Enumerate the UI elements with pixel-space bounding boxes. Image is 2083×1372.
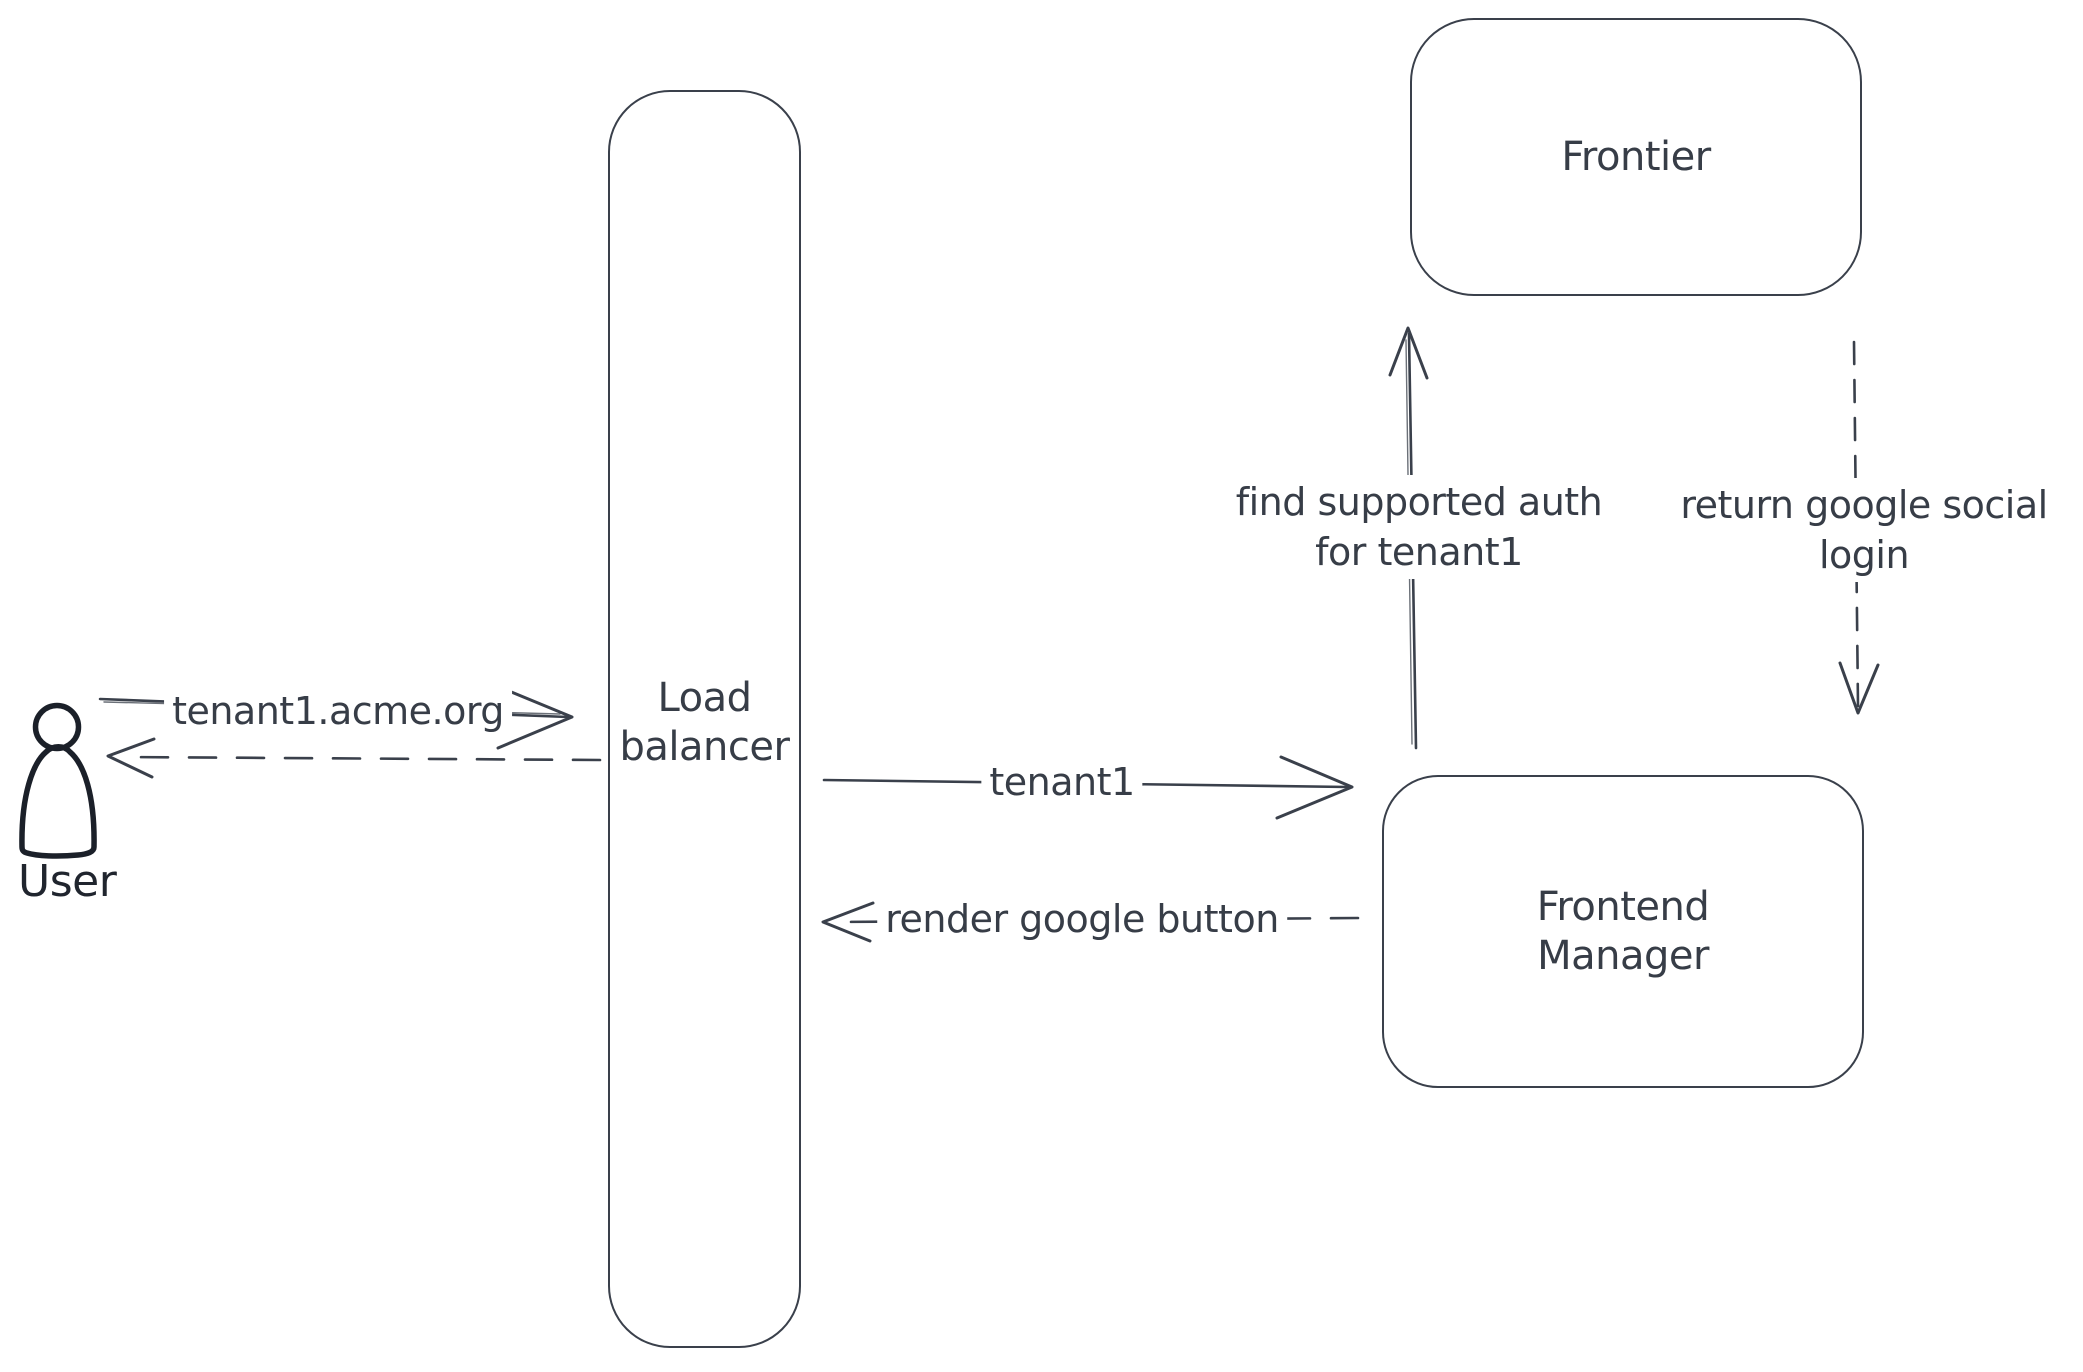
load-balancer-label-line2: balancer (619, 724, 790, 770)
edge-label-render-google-button[interactable]: render google button (877, 892, 1287, 946)
arrowhead-right-icon (496, 687, 574, 750)
edge-label-find-supported-auth-line2: for tenant1 (1315, 530, 1523, 574)
edge-label-return-google-social-line1: return google social (1680, 483, 2048, 527)
user-body (19, 744, 97, 859)
frontier-node[interactable]: Frontier (1410, 18, 1862, 296)
arrow-shaft (1852, 340, 1860, 708)
arrow-load-balancer-to-user[interactable] (106, 737, 602, 779)
user-actor-label: User (18, 856, 117, 907)
user-head (32, 702, 82, 752)
frontier-label: Frontier (1561, 133, 1711, 180)
frontend-manager-node[interactable]: Frontend Manager (1382, 775, 1864, 1088)
frontend-manager-label-line2: Manager (1537, 932, 1709, 979)
edge-label-find-supported-auth[interactable]: find supported auth for tenant1 (1227, 475, 1611, 579)
arrow-frontier-to-frontend-manager[interactable] (1838, 340, 1880, 715)
edge-label-tenant1[interactable]: tenant1 (981, 755, 1143, 809)
edge-label-find-supported-auth-line1: find supported auth (1235, 480, 1603, 524)
edge-label-return-google-social-login[interactable]: return google social login (1672, 478, 2056, 582)
edge-label-return-google-social-line2: login (1818, 533, 1910, 577)
arrowhead-down-icon (1838, 661, 1880, 715)
arrowhead-left-icon (106, 737, 156, 779)
arrowhead-up-icon (1388, 326, 1429, 380)
arrowhead-left-icon (821, 901, 875, 943)
user-actor-icon[interactable] (19, 702, 97, 859)
arrow-shaft (120, 755, 602, 762)
arrowhead-right-icon (1275, 755, 1354, 820)
frontend-manager-label-line1: Frontend (1536, 883, 1710, 930)
edge-label-tenant1-acme-org[interactable]: tenant1.acme.org (164, 684, 512, 738)
load-balancer-label: Load balancer (620, 674, 790, 772)
frontend-manager-label: Frontend Manager (1537, 883, 1710, 981)
load-balancer-node[interactable]: Load balancer (608, 90, 801, 1348)
load-balancer-label-line1: Load (657, 675, 752, 721)
